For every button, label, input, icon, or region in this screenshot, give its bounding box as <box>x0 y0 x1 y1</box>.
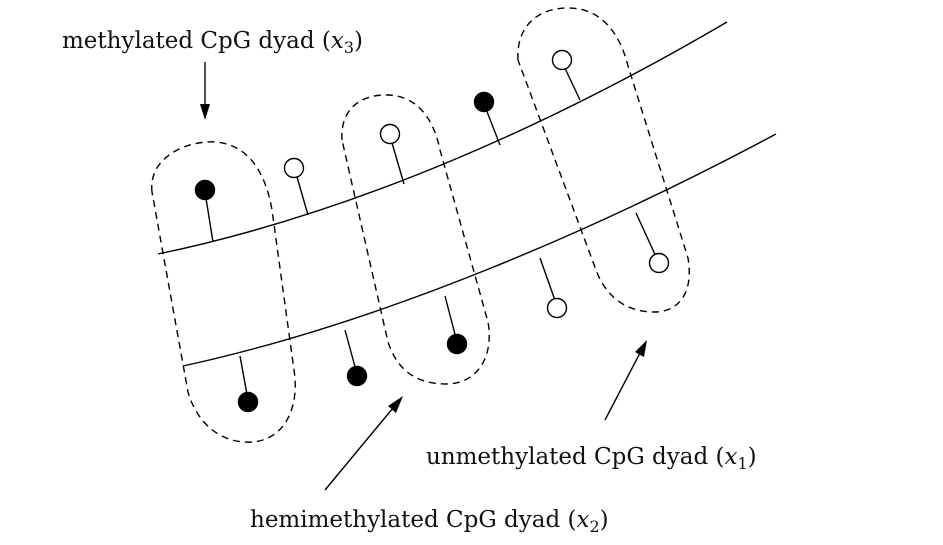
site-top-1-methylated <box>194 179 216 201</box>
site-stem-bottom-5 <box>635 212 659 262</box>
label-unmethylated-subscript: 1 <box>737 454 747 473</box>
site-bottom-3-methylated <box>446 333 468 355</box>
site-top-3-unmethylated <box>379 123 401 145</box>
label-hemimethylated-dyad: hemimethylated CpG dyad (x2) <box>250 507 609 536</box>
label-methylated-variable: x <box>331 28 344 54</box>
arrow-hemimethylated-line <box>324 407 394 491</box>
label-methylated-dyad: methylated CpG dyad (x3) <box>62 28 363 57</box>
arrow-unmethylated-line <box>604 352 641 421</box>
site-stem-bottom-4 <box>539 257 558 307</box>
site-bottom-5-unmethylated <box>648 252 670 274</box>
site-bottom-1-methylated <box>237 391 259 413</box>
label-unmethylated-dyad: unmethylated CpG dyad (x1) <box>426 444 757 473</box>
label-unmethylated-variable: x <box>725 444 738 470</box>
site-bottom-2-methylated <box>346 365 368 387</box>
label-methylated-subscript: 3 <box>344 38 354 57</box>
arrow-methylated-head <box>200 104 210 120</box>
label-methylated-close: ) <box>354 28 363 54</box>
site-top-5-unmethylated <box>551 49 573 71</box>
dyad-outline-methylated <box>151 141 296 443</box>
label-methylated-text: methylated CpG dyad ( <box>62 28 331 54</box>
site-stem-top-3 <box>389 135 405 185</box>
label-unmethylated-close: ) <box>748 444 757 470</box>
site-top-2-unmethylated <box>283 157 305 179</box>
site-stem-top-1 <box>204 191 214 243</box>
dyad-outline-hemimethylated <box>341 94 490 385</box>
dna-bottom-strand <box>182 133 777 367</box>
label-hemimethylated-variable: x <box>576 507 589 533</box>
arrow-hemimethylated-head <box>388 396 403 413</box>
dyad-outline-unmethylated <box>517 7 690 313</box>
site-top-4-methylated <box>473 91 495 113</box>
label-hemimethylated-close: ) <box>600 507 609 533</box>
arrow-unmethylated-head <box>635 340 647 357</box>
label-hemimethylated-subscript: 2 <box>589 517 599 536</box>
site-bottom-4-unmethylated <box>546 297 568 319</box>
label-hemimethylated-text: hemimethylated CpG dyad ( <box>250 507 576 533</box>
dna-top-strand <box>157 21 728 255</box>
label-unmethylated-text: unmethylated CpG dyad ( <box>426 444 725 470</box>
